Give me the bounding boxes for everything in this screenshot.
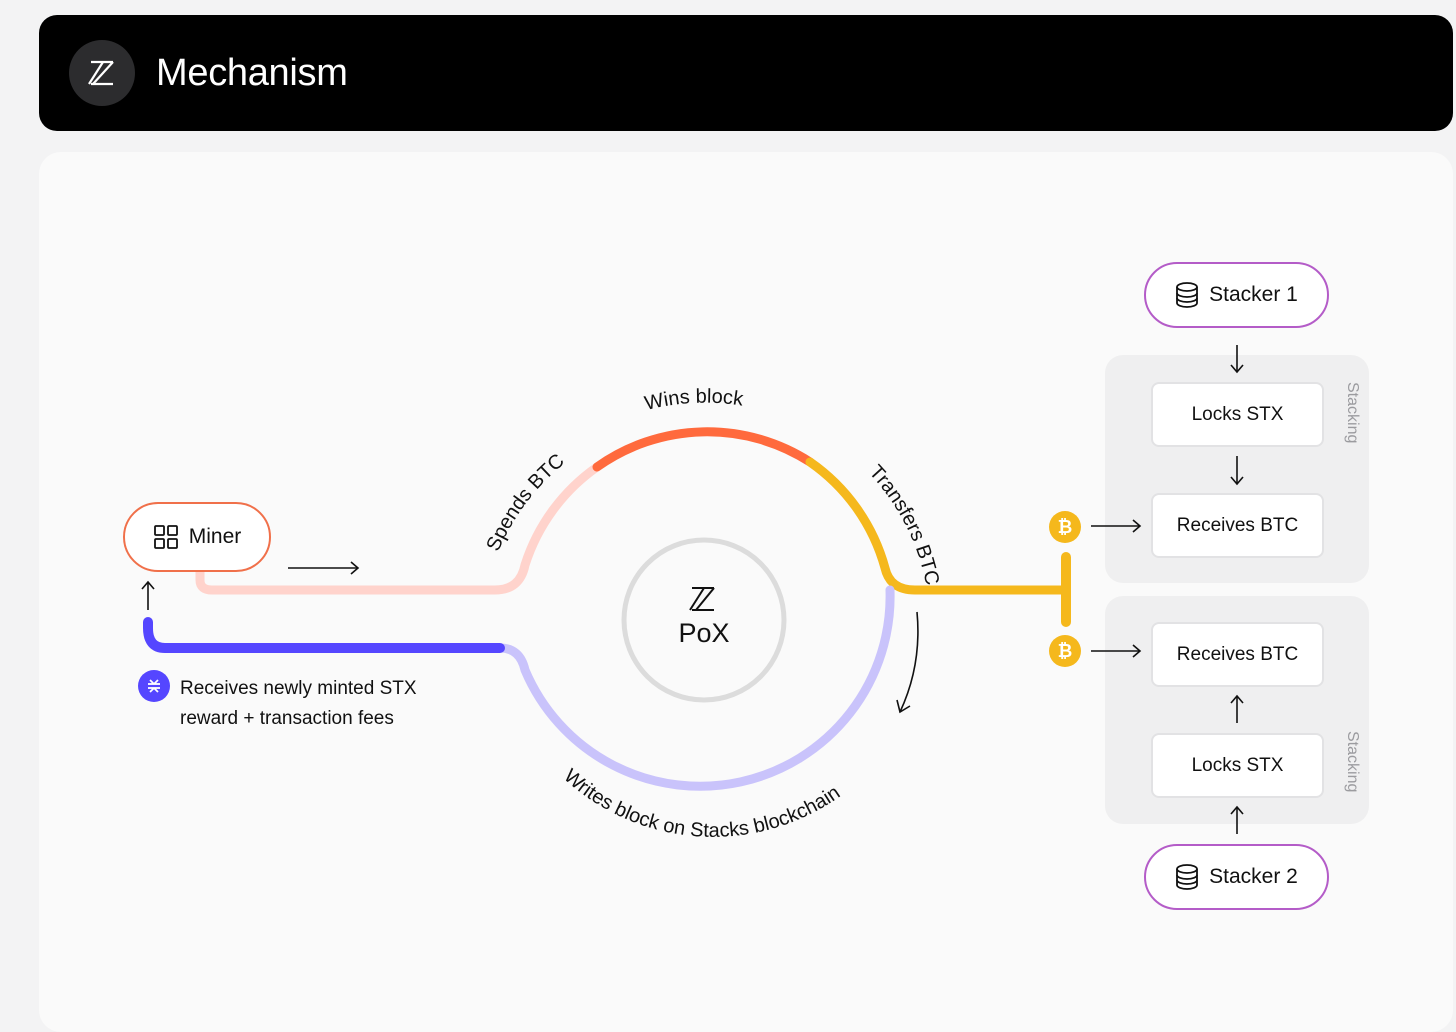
miner-node: Miner [123, 502, 271, 572]
stacker-1-node: Stacker 1 [1144, 262, 1329, 328]
arrow-right-icon [1091, 519, 1142, 533]
reward-text: Receives newly minted STX reward + trans… [180, 674, 417, 734]
reward-line-1: Receives newly minted STX [180, 678, 417, 699]
arrow-right-icon [288, 561, 360, 575]
pox-label: PoX [678, 618, 730, 648]
curved-arrow-icon [896, 611, 919, 714]
arrow-up-icon [141, 580, 155, 610]
arrow-down-icon [1230, 456, 1244, 486]
miner-label: Miner [188, 525, 242, 548]
arrow-down-icon [1230, 345, 1244, 374]
bitcoin-icon: ₿ [1049, 511, 1081, 543]
writes-label: Writes block on Stacks blockchain [559, 765, 844, 842]
locks-stx-box: Locks STX [1151, 382, 1324, 447]
receives-btc-box: Receives BTC [1151, 493, 1324, 558]
stacker-2-node: Stacker 2 [1144, 844, 1329, 910]
stacking-label: Stacking [1344, 731, 1361, 793]
reward-line-2: reward + transaction fees [180, 708, 394, 729]
locks-stx-box: Locks STX [1151, 733, 1324, 798]
pox-logo-icon [689, 587, 715, 611]
spends-line [195, 462, 602, 595]
reward-line [143, 617, 505, 653]
wins-label: Wins block [643, 386, 746, 415]
stacking-label: Stacking [1344, 382, 1361, 444]
stacker-2-label: Stacker 2 [1209, 865, 1298, 888]
svg-text:Writes block on Stacks blockch: Writes block on Stacks blockchain [559, 765, 844, 842]
header-bar: Mechanism [39, 15, 1453, 131]
arrow-up-icon [1230, 694, 1244, 723]
svg-text:Wins block: Wins block [643, 386, 746, 415]
arrow-up-icon [1230, 805, 1244, 834]
pox-circle [621, 537, 787, 703]
writes-arc [495, 585, 895, 791]
database-icon [1175, 282, 1199, 308]
stacker-1-label: Stacker 1 [1209, 283, 1298, 306]
database-icon [1175, 864, 1199, 890]
arrow-right-icon [1091, 644, 1142, 658]
page-title: Mechanism [156, 52, 348, 94]
svg-text:Transfers BTC: Transfers BTC [865, 461, 943, 587]
grid-icon [153, 524, 179, 550]
transfers-label: Transfers BTC [865, 461, 943, 587]
transfers-line [805, 457, 1071, 595]
bitcoin-icon: ₿ [1049, 635, 1081, 667]
stx-icon [138, 670, 170, 702]
receives-btc-box: Receives BTC [1151, 622, 1324, 687]
stacks-logo-icon [69, 40, 135, 106]
wins-arc [592, 427, 815, 472]
